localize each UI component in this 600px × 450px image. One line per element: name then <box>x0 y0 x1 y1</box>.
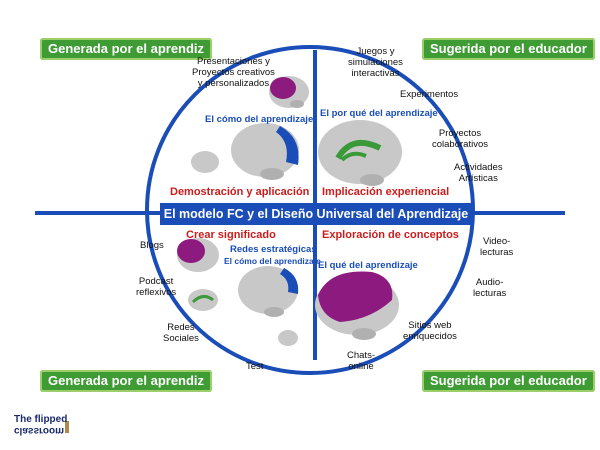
outer-item-juegos: Juegos y simulaciones interactivas <box>348 46 403 79</box>
brain-icon <box>278 330 298 346</box>
brain-icon <box>191 151 219 173</box>
quadrant-title: Demostración y aplicación <box>170 186 310 198</box>
label-line: Presentaciones y <box>197 56 270 67</box>
outer-item-actividades: Actividades Artísticas <box>454 162 503 184</box>
quadrant-title: Exploración de conceptos <box>322 229 459 241</box>
corner-label-bottom-right: Sugerida por el educador <box>422 370 595 392</box>
label-line: enriquecidos <box>403 331 457 342</box>
outer-item-video: Video- lecturas <box>480 236 513 258</box>
brain-icon <box>318 120 402 186</box>
outer-circle <box>145 45 475 375</box>
label-line: lecturas <box>473 288 507 299</box>
corner-label-top-left: Generada por el aprendiz <box>40 38 213 60</box>
logo-line-2: classroom <box>14 425 65 436</box>
label-line: Sociales <box>163 333 199 344</box>
label-line: y personalizados <box>197 78 270 89</box>
label-line: Experimentos <box>400 89 459 100</box>
corner-label-bottom-left: Generada por el aprendiz <box>40 370 213 392</box>
outer-item-sitios: Sitios web enriquecidos <box>403 320 457 342</box>
outer-item-presentaciones: Presentaciones y Proyectos creativos y p… <box>192 56 275 89</box>
label-line: simulaciones <box>348 57 403 68</box>
center-banner: El modelo FC y el Diseño Universal del A… <box>160 203 472 225</box>
label-line: Actividades <box>454 162 503 173</box>
label-line: Chats- <box>347 350 375 361</box>
brain-icon <box>231 123 299 180</box>
label-line: Audio- <box>475 277 504 288</box>
corner-label-top-right: Sugerida por el educador <box>422 38 595 60</box>
flipped-classroom-logo: The flipped classroom <box>14 414 67 436</box>
label-line: Video- <box>482 236 511 247</box>
brain-icon <box>188 289 218 311</box>
label-line: Artísticas <box>458 173 498 184</box>
outer-item-proyectos: Proyectos colaborativos <box>432 128 488 150</box>
flipped-classroom-logo-icon <box>65 421 69 433</box>
label-line: Juegos y <box>356 46 395 57</box>
quadrant-title: Implicación experiencial <box>322 186 450 198</box>
outer-item-chats: Chats- online <box>347 350 375 372</box>
outer-item-redes: Redes Sociales <box>163 322 199 344</box>
label-line: Redes <box>167 322 195 333</box>
brain-icon <box>315 271 399 340</box>
outer-item-audio: Audio- lecturas <box>473 277 506 299</box>
brain-icon <box>238 266 299 317</box>
outer-item-experimentos: Experimentos <box>400 89 458 100</box>
quadrant-subtitle: El cómo del aprendizaje <box>205 114 314 125</box>
logo-line-1: The flipped <box>14 414 68 425</box>
quadrant-subtitle: Redes estratégicas <box>230 244 317 255</box>
outer-item-blogs: Blogs <box>140 240 164 251</box>
quadrant-title: Crear significado <box>186 229 276 241</box>
label-line: reflexivos <box>136 287 177 298</box>
label-line: Test <box>246 361 264 372</box>
outer-item-podcast: Podcast reflexivos <box>136 276 176 298</box>
label-line: interactivas <box>351 68 400 79</box>
brain-icon <box>177 238 219 272</box>
label-line: Proyectos <box>438 128 482 139</box>
label-line: colaborativos <box>432 139 488 150</box>
label-line: Sitios web <box>408 320 452 331</box>
quadrant-subtitle: El qué del aprendizaje <box>318 260 418 271</box>
label-line: Podcast <box>138 276 174 287</box>
label-line: Proyectos creativos <box>192 67 275 78</box>
label-line: Blogs <box>140 240 164 251</box>
brain-icon <box>269 76 309 108</box>
quadrant-subtitle: El cómo del aprendizaje <box>224 256 321 266</box>
label-line: lecturas <box>480 247 514 258</box>
label-line: online <box>348 361 374 372</box>
quadrant-subtitle: El por qué del aprendizaje <box>320 108 438 119</box>
outer-item-test: Test <box>246 361 263 372</box>
